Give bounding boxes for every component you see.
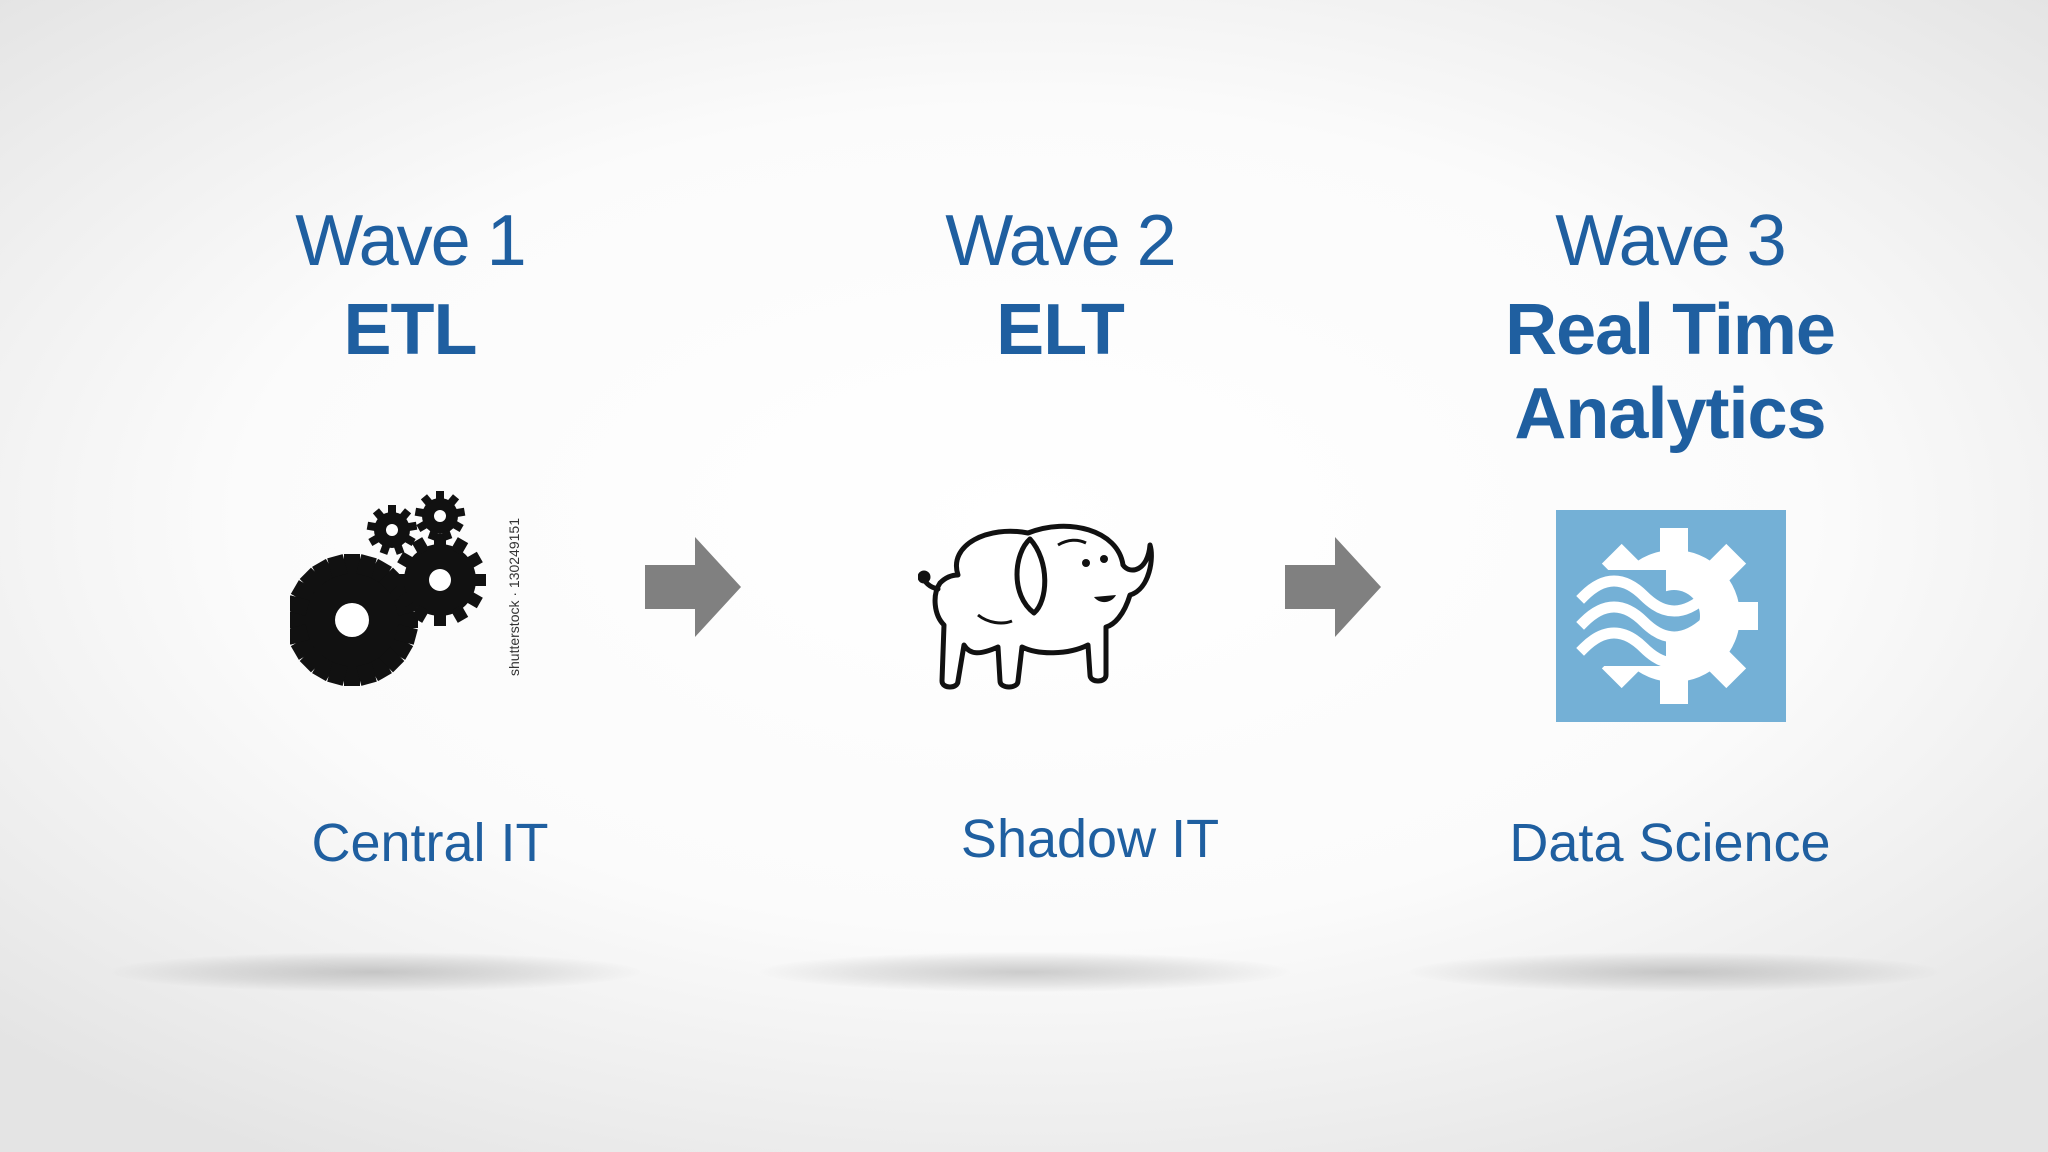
wave-2-label: Wave 2 <box>945 201 1176 281</box>
arrow-icon <box>645 537 741 637</box>
elephant-icon <box>918 523 1154 690</box>
floor-shadow <box>1410 952 1940 992</box>
wave-1-label: Wave 1 <box>295 201 526 281</box>
wave-3-label: Wave 3 <box>1555 201 1786 281</box>
wave-2-role: Shadow IT <box>960 809 1220 869</box>
stream-gear-icon <box>1556 510 1786 722</box>
wave-1-title: ETL <box>343 290 478 370</box>
wave-3-role: Data Science <box>1509 813 1831 873</box>
wave-3-title-line-2: Analytics <box>1514 374 1826 454</box>
wave-1-role: Central IT <box>311 813 549 873</box>
wave-3-title-line-1: Real Time <box>1505 290 1836 370</box>
arrow-icon <box>1285 537 1381 637</box>
watermark-text: shutterstock · 130249151 <box>506 518 522 676</box>
wave-1-column: Wave 1 ETL Central IT <box>220 200 740 900</box>
floor-shadow <box>110 952 640 992</box>
wave-2-column: Wave 2 ELT Shadow IT <box>800 200 1320 900</box>
wave-3-column: Wave 3 Real Time Analytics Data Science <box>1410 200 1930 900</box>
floor-shadow <box>760 952 1290 992</box>
wave-2-title: ELT <box>996 290 1125 370</box>
